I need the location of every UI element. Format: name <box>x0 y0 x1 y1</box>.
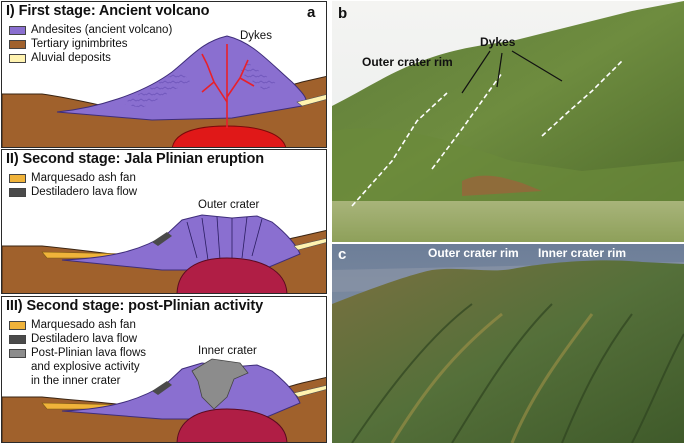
legend-swatch <box>9 321 26 330</box>
legend-label: Destiladero lava flow <box>31 186 138 198</box>
magma-chamber <box>176 257 288 293</box>
legend-label: Aluvial deposits <box>31 52 111 64</box>
legend-swatch <box>9 26 26 35</box>
outer-crater-rim-label: Outer crater rim <box>428 246 519 260</box>
legend-item: Post-Plinian lava flows <box>9 347 146 361</box>
legend-item: Destiladero lava flow <box>9 186 137 200</box>
legend-item: Aluvial deposits <box>9 52 172 66</box>
legend-label: Destiladero lava flow <box>31 333 138 345</box>
legend-label: Andesites (ancient volcano) <box>31 24 173 36</box>
legend-swatch <box>9 335 26 344</box>
photo-b-landscape <box>332 1 684 242</box>
legend-item: Tertiary ignimbrites <box>9 38 172 52</box>
dykes-label: Dykes <box>480 35 516 49</box>
stage-3-title: III) Second stage: post-Plinian activity <box>6 298 264 314</box>
outer-crater-callout: Outer crater <box>198 199 260 211</box>
photo-c: Outer crater rim Inner crater rim c <box>332 244 684 443</box>
inner-crater-callout: Inner crater <box>198 345 257 357</box>
destiladero-lava-flow <box>152 381 172 395</box>
stage-3-panel: III) Second stage: post-Plinian activity… <box>1 296 327 443</box>
alluvial-deposit <box>293 238 326 251</box>
panel-letter-b: b <box>338 5 348 22</box>
post-plinian-lava-dome <box>191 358 249 410</box>
panel-letter-c: c <box>338 246 347 263</box>
legend-swatch <box>9 54 26 63</box>
alluvial-deposit <box>296 94 326 107</box>
legend-swatch <box>9 40 26 49</box>
legend-swatch <box>9 349 26 358</box>
stage-2-legend: Marquesado ash fan Destiladero lava flow <box>9 172 137 200</box>
legend-item: in the inner crater <box>9 375 146 389</box>
legend-label: in the inner crater <box>31 375 121 387</box>
stage-3-cross-section <box>2 358 326 442</box>
stage-1-title: I) First stage: Ancient volcano <box>6 3 210 19</box>
magma-chamber <box>176 408 288 442</box>
alluvial-deposit <box>293 385 326 398</box>
legend-item: Marquesado ash fan <box>9 319 146 333</box>
stage-1-legend: Andesites (ancient volcano) Tertiary ign… <box>9 24 172 66</box>
fault-lines <box>186 216 263 261</box>
stage-2-title: II) Second stage: Jala Plinian eruption <box>6 151 264 167</box>
legend-item: Marquesado ash fan <box>9 172 137 186</box>
dyke-traces <box>351 60 623 207</box>
inner-crater-rim-label: Inner crater rim <box>538 246 627 260</box>
legend-swatch <box>9 188 26 197</box>
volcano-layering <box>122 62 277 108</box>
legend-label: Marquesado ash fan <box>31 319 136 331</box>
dykes <box>201 44 255 128</box>
outer-crater-rim-label: Outer crater rim <box>362 55 453 69</box>
stage-1-panel: I) First stage: Ancient volcano a Andesi… <box>1 1 327 148</box>
legend-label: Post-Plinian lava flows <box>31 347 147 359</box>
dykes-callout: Dykes <box>240 30 272 42</box>
callout-arrows <box>461 50 563 94</box>
legend-item: and explosive activity <box>9 361 146 375</box>
legend-swatch <box>9 174 26 183</box>
stage-3-legend: Marquesado ash fan Destiladero lava flow… <box>9 319 146 389</box>
legend-item: Andesites (ancient volcano) <box>9 24 172 38</box>
legend-label: and explosive activity <box>31 361 140 373</box>
stage-2-cross-section <box>2 214 326 293</box>
stage-2-panel: II) Second stage: Jala Plinian eruption … <box>1 149 327 294</box>
photo-c-aerial <box>332 244 684 443</box>
legend-label: Marquesado ash fan <box>31 172 136 184</box>
destiladero-lava-flow <box>152 232 172 246</box>
panel-letter-a: a <box>307 4 316 21</box>
crater-ridges <box>332 260 684 443</box>
legend-item: Destiladero lava flow <box>9 333 146 347</box>
outer-crater-edifice <box>61 214 301 271</box>
legend-label: Tertiary ignimbrites <box>31 38 128 50</box>
stage-1-cross-section <box>2 35 326 147</box>
photo-b: Outer crater rim Dykes b <box>332 1 684 242</box>
